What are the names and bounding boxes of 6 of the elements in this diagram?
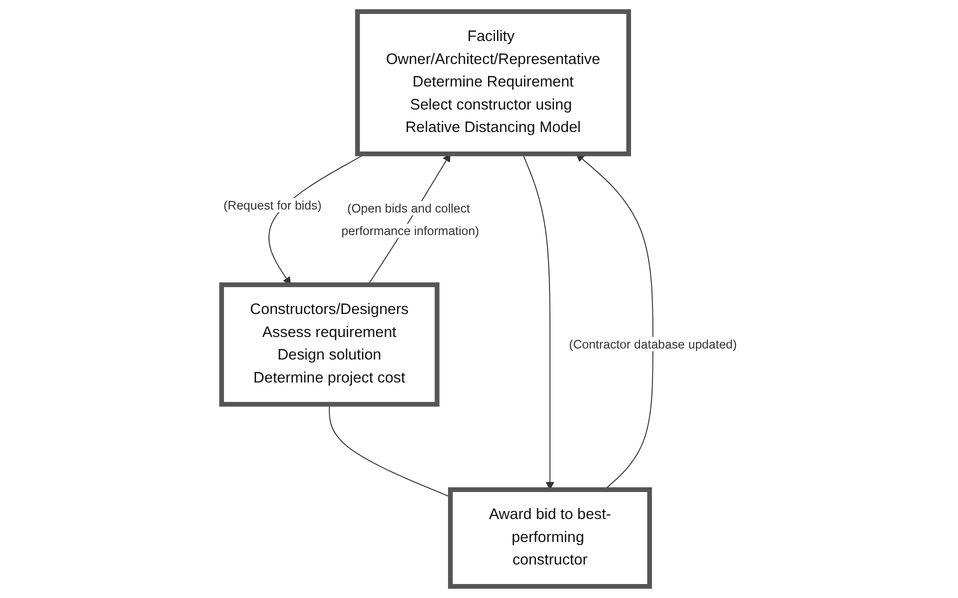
edge-label: (Open bids and collect performance information)	[341, 201, 479, 238]
edge-label: (Contractor database updated)	[568, 336, 737, 352]
node-box: Constructors/Designers Assess requirement Design solution Determine project cost	[218, 282, 440, 407]
node-box: Award bid to best-performing constructor	[448, 487, 652, 589]
edge-label: (Request for bids)	[223, 198, 322, 212]
node-box: Facility Owner/Architect/Representative Determine Requirement Select constructor using Relative Distancing Model	[354, 9, 631, 156]
